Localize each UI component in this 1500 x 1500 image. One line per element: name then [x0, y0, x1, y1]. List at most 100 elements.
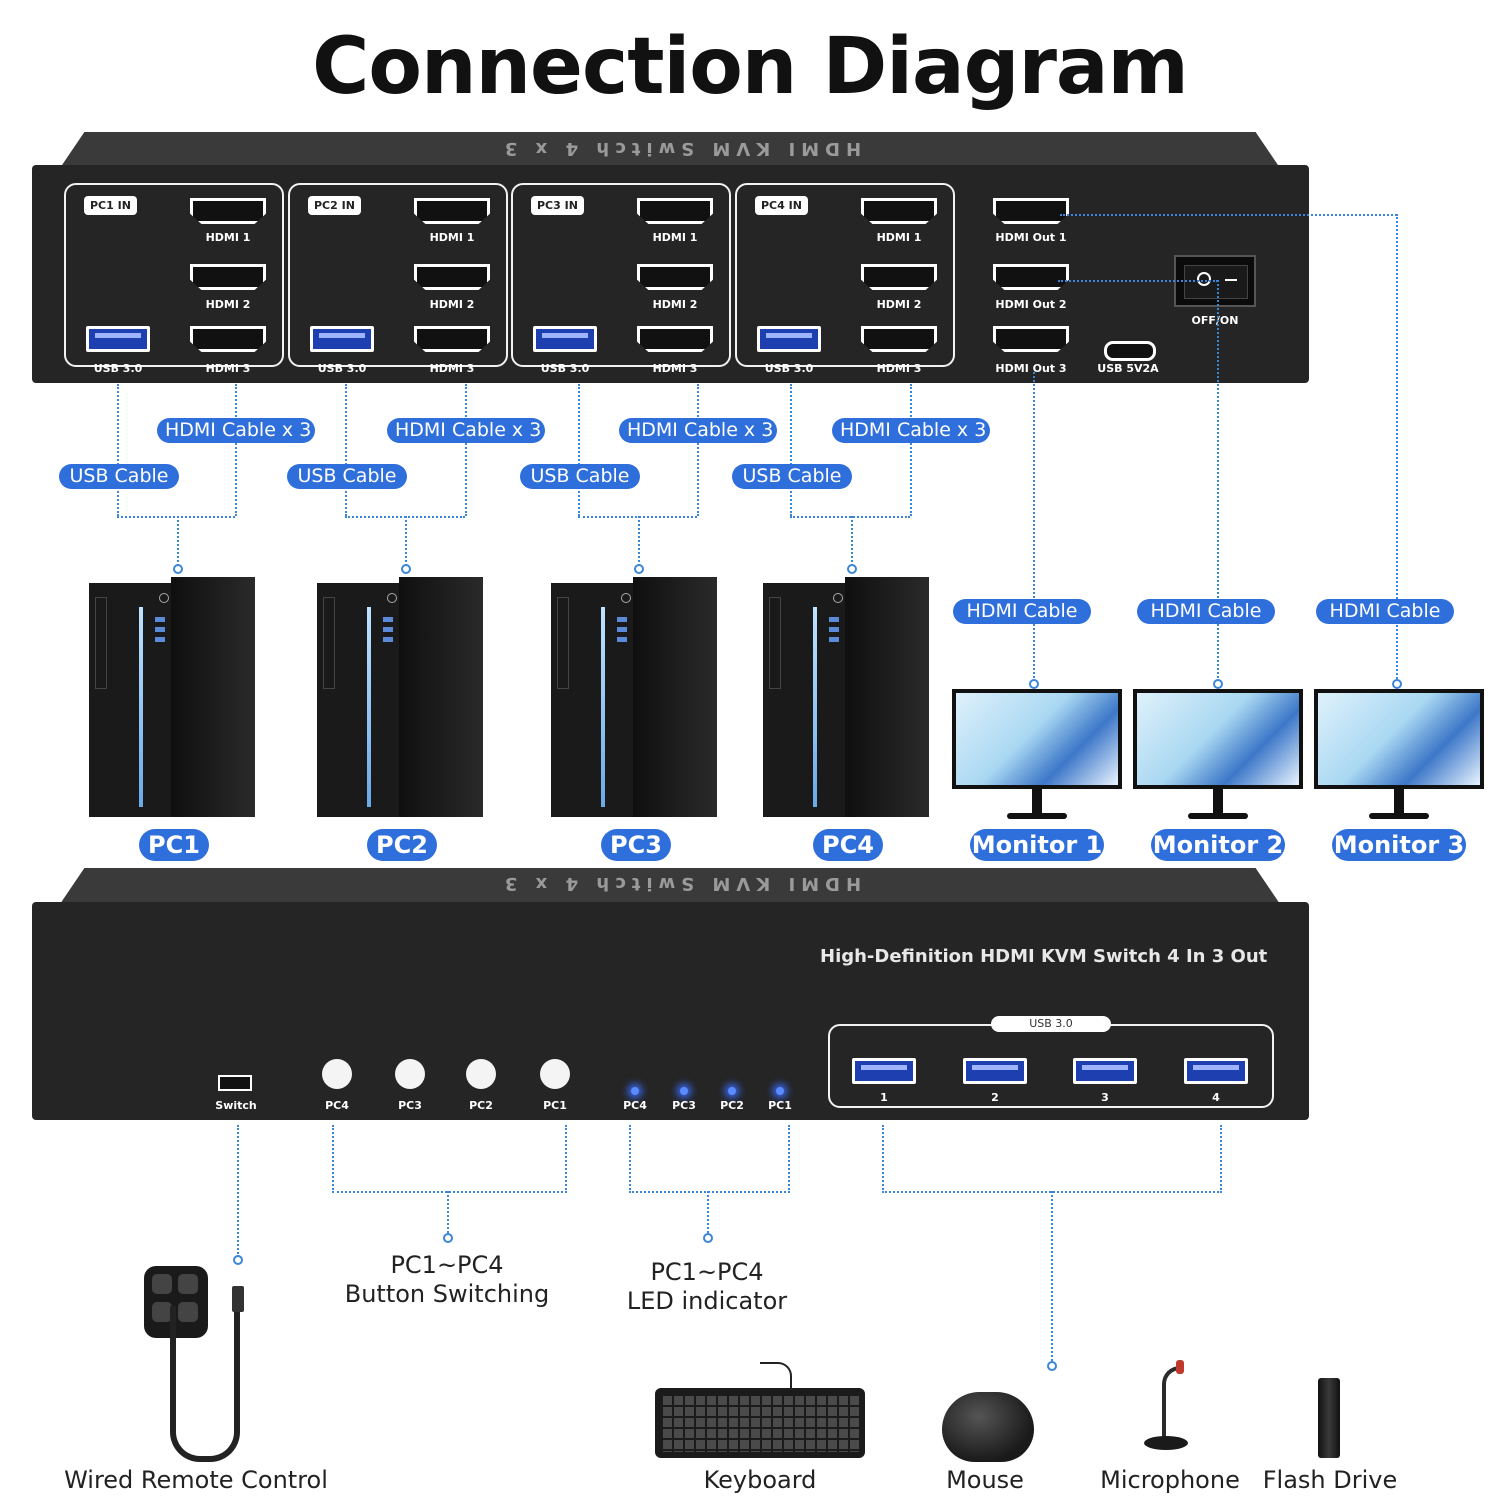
pc2-hdmi2-label: HDMI 2	[429, 298, 475, 311]
led-indicator-line1: PC1~PC4	[650, 1258, 764, 1286]
hdmi-out-3-port[interactable]	[993, 326, 1069, 352]
front-panel-top	[60, 868, 1280, 904]
remote-switch-port[interactable]	[218, 1075, 252, 1091]
button-switching-line2: Button Switching	[344, 1280, 550, 1308]
monitor3-wire-h	[1060, 214, 1397, 216]
front-button-3[interactable]	[540, 1059, 570, 1089]
pc2-wire-stem	[405, 516, 407, 566]
pc1-hdmi-wire	[235, 384, 237, 516]
microphone-head	[1176, 1360, 1184, 1374]
pc1-hdmi2-label: HDMI 2	[205, 298, 251, 311]
usb-hub-bracket	[882, 1125, 1222, 1193]
pc4-hdmi2-port[interactable]	[861, 264, 937, 290]
front-button-label-1: PC3	[398, 1099, 422, 1112]
pc2-usb-port[interactable]	[310, 326, 374, 352]
pc2-front-ports	[383, 617, 393, 647]
pc1-hdmi1-port[interactable]	[190, 198, 266, 224]
pc3-label: PC3	[601, 829, 671, 861]
pc3-hdmi3-port[interactable]	[637, 326, 713, 352]
front-usb-port-4[interactable]	[1184, 1058, 1248, 1084]
front-button-label-3: PC1	[543, 1099, 567, 1112]
front-usb-port-3[interactable]	[1073, 1058, 1137, 1084]
pc3-wire-join	[578, 516, 697, 518]
pc4-label: PC4	[813, 829, 883, 861]
pc4-wire-stem	[851, 516, 853, 566]
front-usb-port-label-1: 1	[880, 1091, 888, 1104]
buttons-bracket	[332, 1125, 567, 1193]
front-led-label-1: PC3	[672, 1099, 696, 1112]
pc3-in-badge: PC3 IN	[531, 196, 584, 215]
pc4-connector-dot	[847, 564, 857, 574]
pc2-hdmi2-port[interactable]	[414, 264, 490, 290]
leds-stem	[707, 1191, 709, 1233]
pc2-usb-cable-label: USB Cable	[287, 464, 407, 489]
power-on-icon	[1225, 279, 1237, 281]
pc2-hdmi-wire	[465, 384, 467, 516]
pc3-usb-port[interactable]	[533, 326, 597, 352]
pc1-input-group	[64, 183, 284, 367]
front-button-0[interactable]	[322, 1059, 352, 1089]
front-led-3	[776, 1087, 784, 1095]
remote-button-2	[178, 1274, 198, 1294]
pc1-tower-side	[171, 577, 255, 817]
monitor1-stand	[1032, 789, 1042, 813]
pc3-hdmi1-port[interactable]	[637, 198, 713, 224]
hdmi-out-1-label: HDMI Out 1	[995, 231, 1067, 244]
pc4-usb-port[interactable]	[757, 326, 821, 352]
remote-wire	[237, 1125, 239, 1257]
flash-drive-label: Flash Drive	[1262, 1466, 1398, 1494]
remote-button-3	[152, 1302, 172, 1322]
wired-remote-icon	[140, 1266, 260, 1466]
usb-c-power-port[interactable]	[1104, 341, 1156, 361]
remote-switch-port-label: Switch	[215, 1099, 257, 1112]
pc3-hdmi3-label: HDMI 3	[652, 362, 698, 375]
pc3-usb-cable-label: USB Cable	[520, 464, 640, 489]
keyboard-cable	[760, 1362, 792, 1390]
microphone-label: Microphone	[1100, 1466, 1240, 1494]
front-panel-subtitle: High-Definition HDMI KVM Switch 4 In 3 O…	[820, 946, 1268, 967]
pc3-hdmi2-port[interactable]	[637, 264, 713, 290]
hdmi-out-1-port[interactable]	[993, 198, 1069, 224]
power-switch-label: OFF/ON	[1191, 314, 1239, 327]
hdmi-out-2-port[interactable]	[993, 264, 1069, 290]
pc1-wire-join	[117, 516, 235, 518]
pc2-tower-icon	[317, 577, 483, 817]
monitor1-label: Monitor 1	[970, 829, 1104, 861]
pc1-usb-port[interactable]	[86, 326, 150, 352]
front-button-2[interactable]	[466, 1059, 496, 1089]
mouse-label: Mouse	[946, 1466, 1024, 1494]
front-button-1[interactable]	[395, 1059, 425, 1089]
front-usb-port-2[interactable]	[963, 1058, 1027, 1084]
remote-plug	[232, 1286, 244, 1312]
pc3-wire-stem	[638, 516, 640, 566]
pc1-label: PC1	[139, 829, 209, 861]
front-button-label-2: PC2	[469, 1099, 493, 1112]
pc2-usb-wire	[345, 384, 347, 516]
monitor3-base	[1369, 813, 1429, 819]
pc1-power-icon	[159, 593, 169, 603]
pc3-tower-icon	[551, 577, 717, 817]
pc1-wire-stem	[177, 516, 179, 566]
pc2-hdmi1-port[interactable]	[414, 198, 490, 224]
pc4-tower-icon	[763, 577, 929, 817]
pc1-hdmi3-port[interactable]	[190, 326, 266, 352]
monitor1-screen	[952, 689, 1122, 789]
monitor1-hdmi-cable-label: HDMI Cable	[953, 599, 1091, 624]
pc4-hdmi3-port[interactable]	[861, 326, 937, 352]
pc4-hdmi1-port[interactable]	[861, 198, 937, 224]
front-usb-port-label-3: 3	[1101, 1091, 1109, 1104]
pc3-drive-bay	[557, 597, 569, 689]
back-panel-top-label: HDMI KVM Switch 4 x 3	[498, 138, 862, 159]
pc1-hdmi2-port[interactable]	[190, 264, 266, 290]
pc4-wire-join	[790, 516, 910, 518]
pc2-hdmi3-port[interactable]	[414, 326, 490, 352]
monitor2-label: Monitor 2	[1151, 829, 1285, 861]
pc1-usb-wire	[117, 384, 119, 516]
pc4-tower-side	[845, 577, 929, 817]
pc1-hdmi-cable-label: HDMI Cable x 3	[157, 418, 315, 443]
front-usb-port-1[interactable]	[852, 1058, 916, 1084]
power-switch-rocker	[1184, 265, 1248, 299]
pc3-hdmi-wire	[697, 384, 699, 516]
keyboard-label: Keyboard	[703, 1466, 817, 1494]
pc1-hdmi3-label: HDMI 3	[205, 362, 251, 375]
